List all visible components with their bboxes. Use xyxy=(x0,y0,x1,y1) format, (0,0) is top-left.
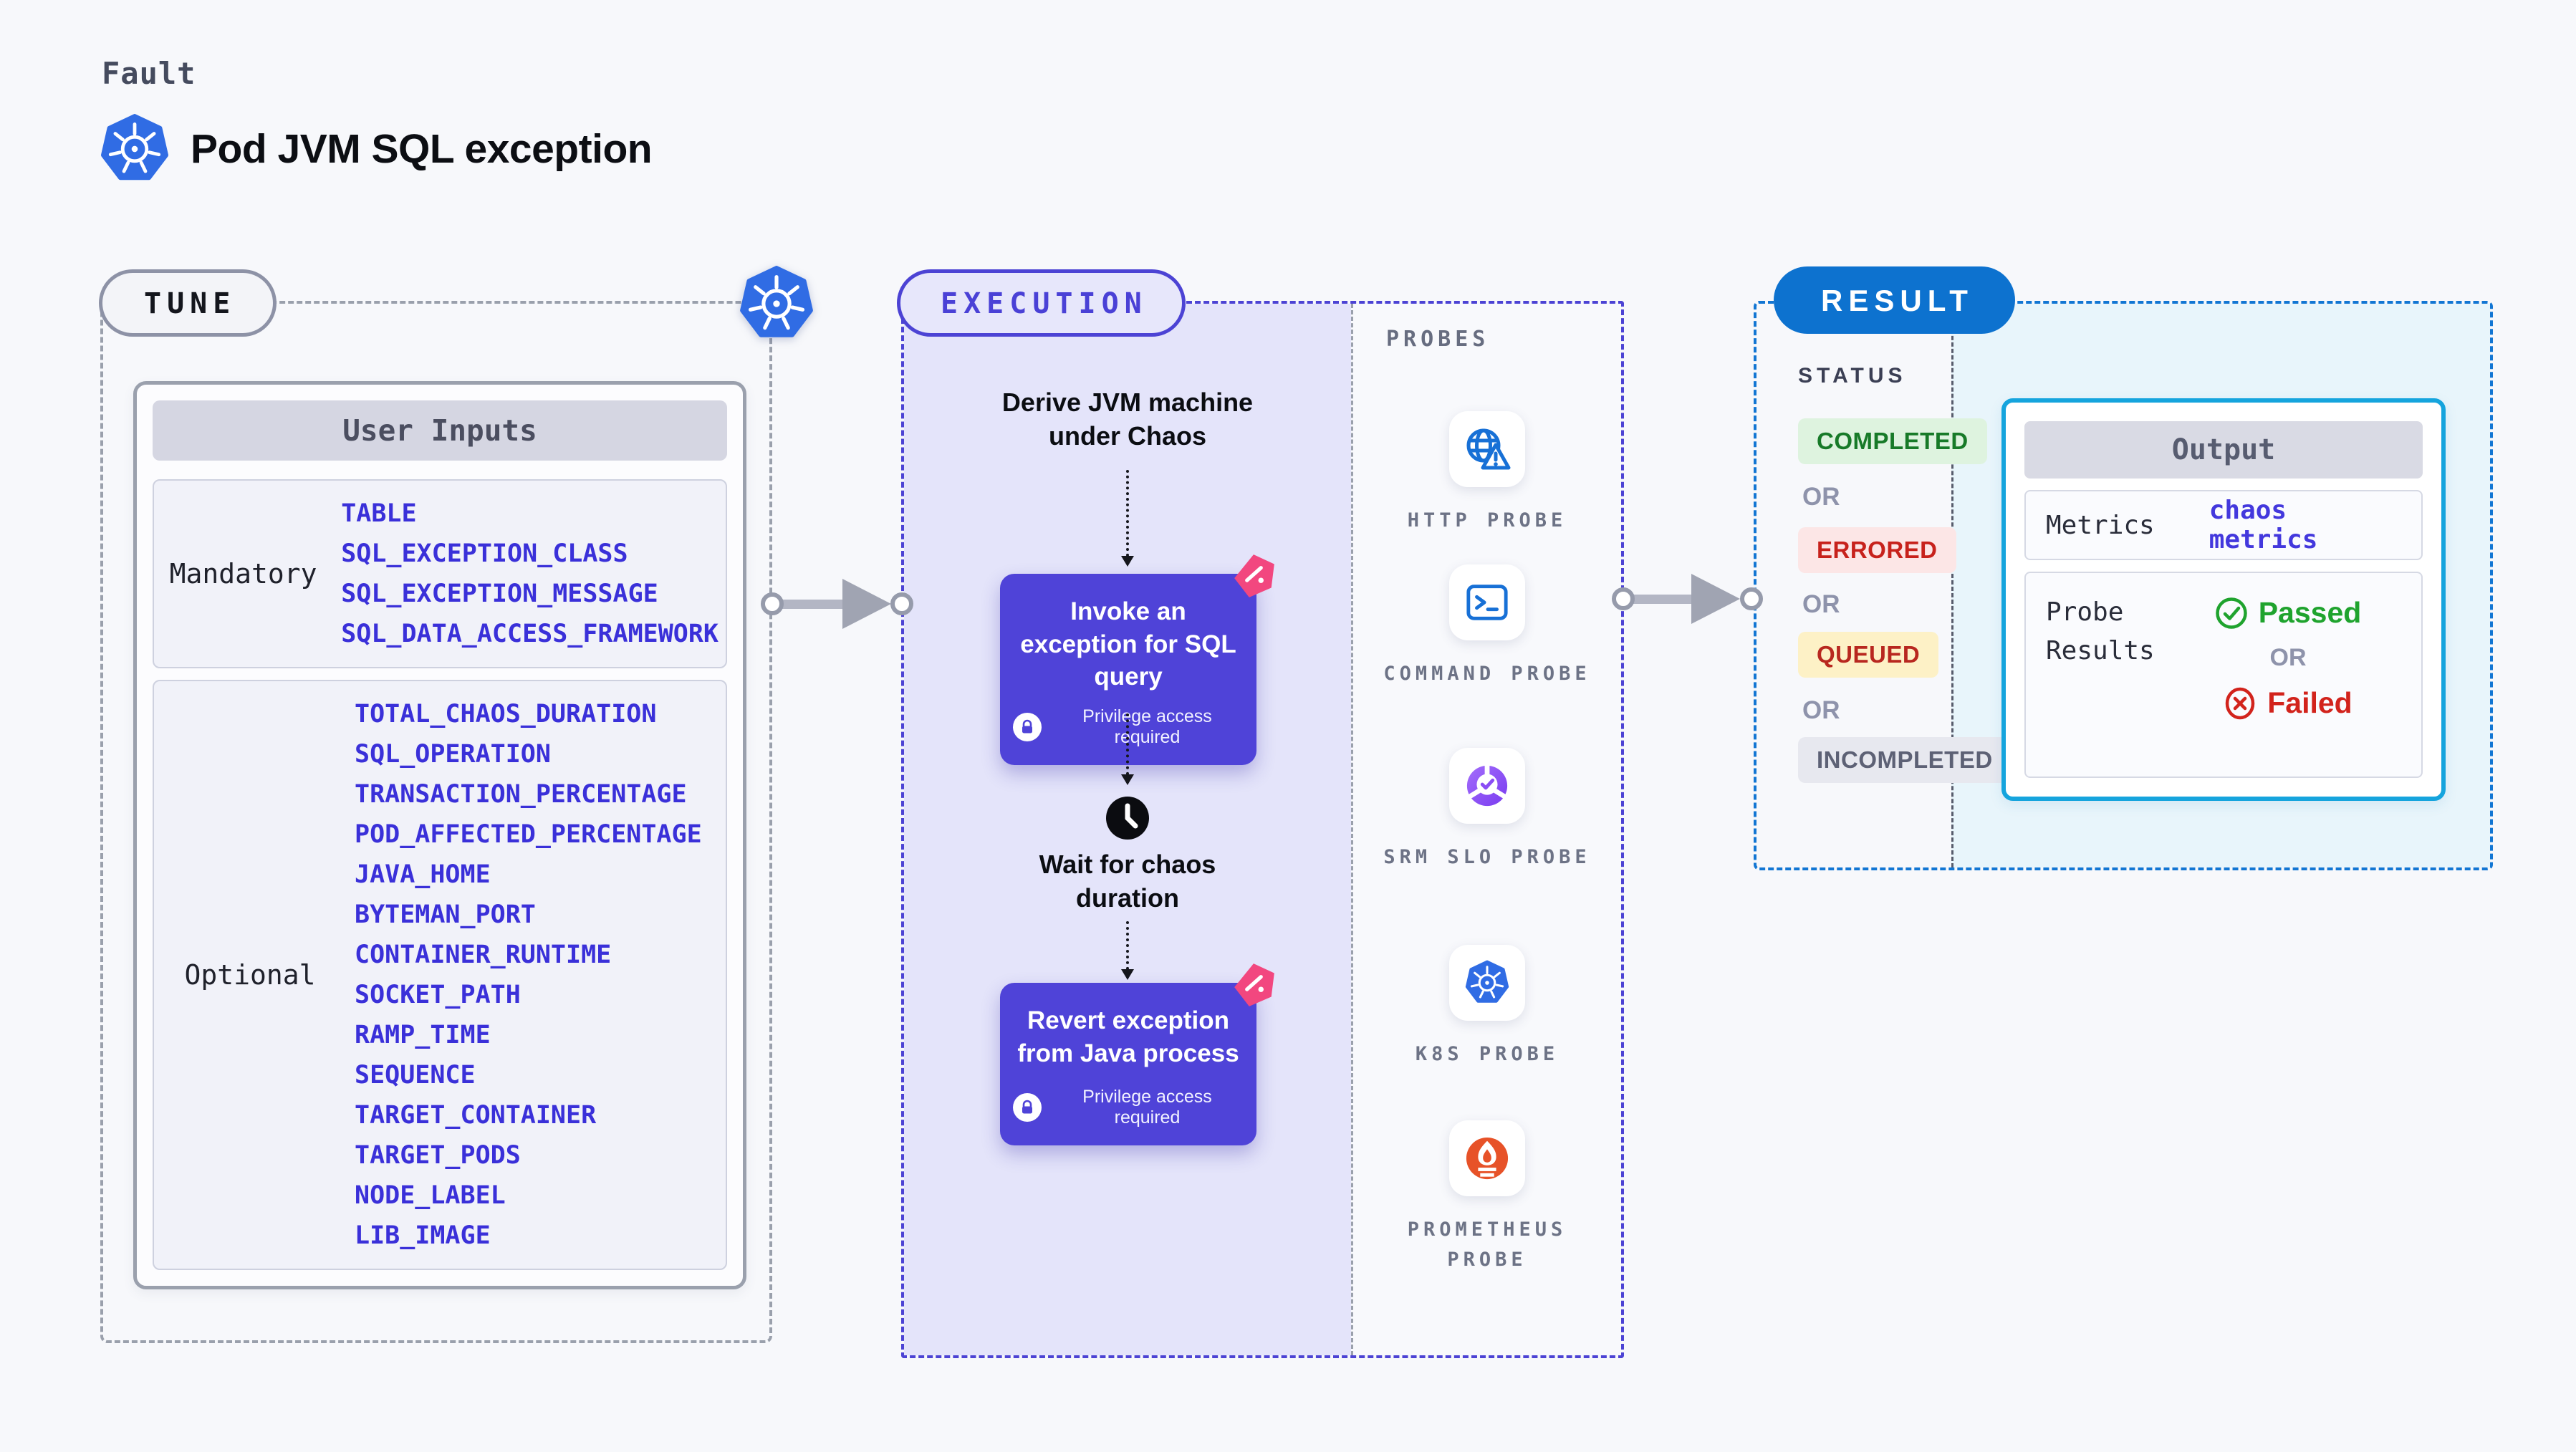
probe-results-label: Probe Results xyxy=(2046,597,2155,665)
param: NODE_LABEL xyxy=(355,1181,506,1210)
lock-icon xyxy=(1013,1093,1042,1122)
status-badge-queued: QUEUED xyxy=(1798,632,1939,678)
probe-label: PROMETHEUS PROBE xyxy=(1407,1218,1567,1271)
flow-step-revert: Revert exception from Java process Privi… xyxy=(1000,983,1256,1145)
status-badge-errored: ERRORED xyxy=(1798,527,1956,573)
param: POD_AFFECTED_PERCENTAGE xyxy=(355,820,702,849)
chaos-pinwheel-icon xyxy=(1231,552,1278,600)
status-badge-completed: COMPLETED xyxy=(1798,418,1987,464)
probe-item-command: COMMAND PROBE xyxy=(1353,564,1621,689)
probe-label: K8S PROBE xyxy=(1415,1043,1559,1065)
fault-kind-label: Fault xyxy=(102,56,196,91)
flow-down-arrow-icon xyxy=(1121,470,1134,567)
kubernetes-icon xyxy=(100,113,169,185)
group-label-mandatory: Mandatory xyxy=(169,558,317,590)
probe-label: SRM SLO PROBE xyxy=(1383,846,1591,868)
chaos-pinwheel-icon xyxy=(1231,961,1278,1009)
probes-panel: PROBES HTTP PROBE xyxy=(1351,304,1621,1355)
param: SQL_OPERATION xyxy=(355,740,551,769)
lock-icon xyxy=(1013,712,1042,741)
probe-item-srm-slo: SRM SLO PROBE xyxy=(1353,748,1621,872)
probe-card xyxy=(1449,748,1525,824)
connector-arrow xyxy=(1612,574,1763,624)
probe-item-k8s: K8S PROBE xyxy=(1353,945,1621,1069)
action-title: Revert exception from Java process xyxy=(1017,1006,1239,1067)
kubernetes-icon xyxy=(1465,960,1509,1006)
user-inputs-card: User Inputs Mandatory TABLE SQL_EXCEPTIO… xyxy=(133,381,746,1289)
execution-panel: PROBES HTTP PROBE xyxy=(901,301,1624,1358)
tune-panel: User Inputs Mandatory TABLE SQL_EXCEPTIO… xyxy=(100,301,772,1343)
or-separator: OR xyxy=(2269,644,2307,671)
result-section-badge: RESULT xyxy=(1774,266,2015,334)
probe-card xyxy=(1449,1120,1525,1196)
slo-wheel-check-icon xyxy=(1466,764,1508,807)
kubernetes-icon xyxy=(739,265,814,342)
clock-icon xyxy=(1105,795,1150,841)
check-circle-icon xyxy=(2215,597,2247,629)
user-inputs-header: User Inputs xyxy=(153,400,727,461)
probe-label: HTTP PROBE xyxy=(1407,509,1567,532)
execution-section-badge: EXECUTION xyxy=(897,269,1186,337)
param: SEQUENCE xyxy=(355,1061,476,1090)
optional-group: Optional TOTAL_CHAOS_DURATION SQL_OPERAT… xyxy=(153,680,727,1270)
output-card: Output Metrics chaos metrics Probe Resul… xyxy=(2001,398,2446,801)
or-separator: OR xyxy=(1802,483,1840,511)
metrics-label: Metrics xyxy=(2046,510,2155,540)
verdict-passed: Passed xyxy=(2215,596,2361,630)
param: TOTAL_CHAOS_DURATION xyxy=(355,700,657,729)
param: TARGET_PODS xyxy=(355,1141,521,1170)
probe-item-prometheus: PROMETHEUS PROBE xyxy=(1353,1120,1621,1275)
param: SOCKET_PATH xyxy=(355,981,521,1009)
metrics-row: Metrics chaos metrics xyxy=(2024,490,2423,560)
flow-step-wait: Wait for chaos duration xyxy=(1039,850,1216,913)
param: TARGET_CONTAINER xyxy=(355,1101,597,1130)
probes-heading: PROBES xyxy=(1386,327,1490,352)
action-title: Invoke an exception for SQL query xyxy=(1020,597,1236,691)
chaos-metrics-link[interactable]: chaos metrics xyxy=(2209,496,2318,554)
probe-card xyxy=(1449,411,1525,487)
flow-down-arrow-icon xyxy=(1121,921,1134,980)
param: LIB_IMAGE xyxy=(355,1221,491,1250)
result-panel: STATUS COMPLETED OR ERRORED OR QUEUED OR… xyxy=(1754,301,2493,870)
globe-alert-icon xyxy=(1466,428,1511,470)
page-title: Pod JVM SQL exception xyxy=(191,126,653,172)
x-circle-icon xyxy=(2226,687,2255,719)
prometheus-flame-icon xyxy=(1466,1137,1509,1180)
privilege-note: Privilege access required xyxy=(1082,1087,1212,1128)
or-separator: OR xyxy=(1802,696,1840,724)
param: SQL_EXCEPTION_MESSAGE xyxy=(341,580,658,608)
probe-results-row: Probe Results Passed OR xyxy=(2024,572,2423,778)
param: RAMP_TIME xyxy=(355,1021,491,1049)
param: BYTEMAN_PORT xyxy=(355,900,536,929)
probe-card xyxy=(1449,945,1525,1021)
tune-section-badge: TUNE xyxy=(99,269,277,337)
connector-arrow xyxy=(761,579,913,629)
param: JAVA_HOME xyxy=(355,860,491,889)
flow-step-invoke: Invoke an exception for SQL query Privil… xyxy=(1000,574,1256,765)
output-header: Output xyxy=(2024,421,2423,479)
probe-card xyxy=(1449,564,1525,640)
param: CONTAINER_RUNTIME xyxy=(355,941,612,969)
verdict-failed: Failed xyxy=(2224,686,2352,720)
probe-item-http: HTTP PROBE xyxy=(1353,411,1621,536)
page-header: Pod JVM SQL exception xyxy=(100,113,653,185)
group-label-optional: Optional xyxy=(184,959,316,991)
param: SQL_EXCEPTION_CLASS xyxy=(341,539,628,568)
status-badge-incompleted: INCOMPLETED xyxy=(1798,737,2012,783)
privilege-note: Privilege access required xyxy=(1082,706,1212,747)
param: TABLE xyxy=(341,499,417,528)
param: SQL_DATA_ACCESS_FRAMEWORK xyxy=(341,620,719,648)
or-separator: OR xyxy=(1802,590,1840,618)
status-heading: STATUS xyxy=(1798,364,1907,388)
flow-step-derive: Derive JVM machine under Chaos xyxy=(1001,388,1254,451)
flow-down-arrow-icon xyxy=(1121,713,1134,785)
terminal-icon xyxy=(1466,585,1508,620)
param: TRANSACTION_PERCENTAGE xyxy=(355,780,687,809)
probe-label: COMMAND PROBE xyxy=(1383,663,1591,685)
mandatory-group: Mandatory TABLE SQL_EXCEPTION_CLASS SQL_… xyxy=(153,479,727,668)
